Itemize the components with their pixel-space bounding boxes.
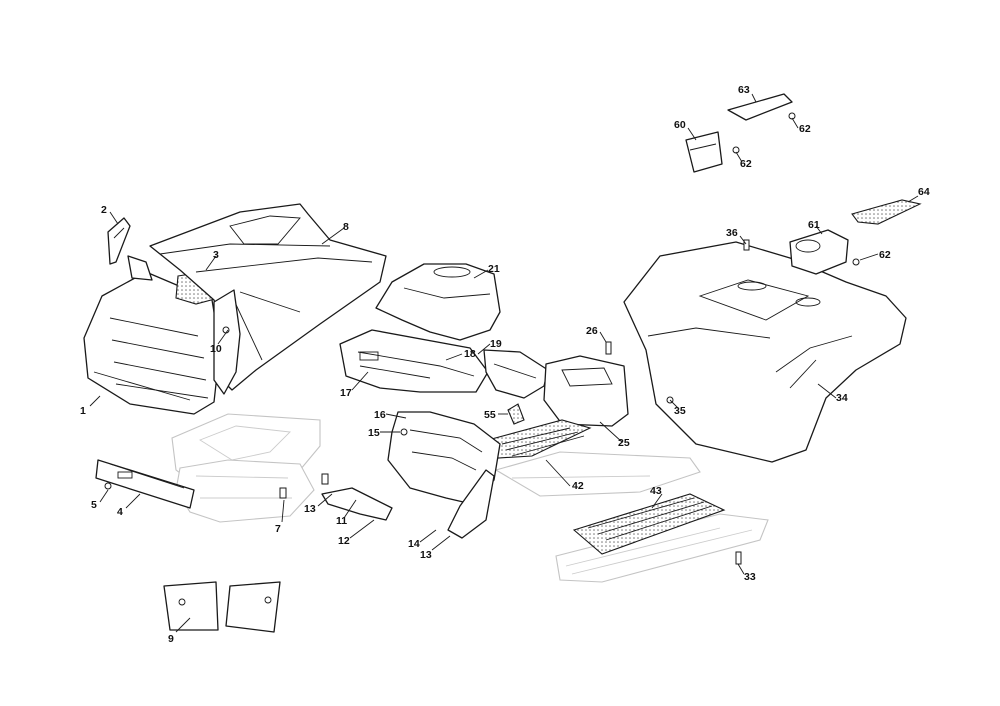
callout-26: 26 (586, 325, 598, 337)
part-side-link (447, 469, 495, 539)
part-dash-cover (375, 263, 501, 341)
callout-labels: 1 2 3 4 5 6 7 8 9 10 11 12 13 13 14 15 1… (80, 84, 930, 645)
callout-10: 10 (210, 343, 222, 355)
callout-60: 60 (674, 119, 686, 131)
callout-9: 9 (168, 633, 174, 645)
part-rear-fender (623, 241, 907, 463)
callout-16: 16 (374, 409, 386, 421)
callout-17: 17 (340, 387, 352, 399)
callout-18: 18 (464, 348, 476, 360)
callout-13a: 13 (304, 503, 316, 515)
ghost-footrest (555, 513, 769, 583)
callout-12: 12 (338, 535, 350, 547)
callout-62c: 62 (879, 249, 891, 261)
callout-62a: 62 (799, 123, 811, 135)
callout-61: 61 (808, 219, 820, 231)
part-bracket-plate (95, 459, 195, 509)
callout-34: 34 (836, 392, 848, 404)
callout-35: 35 (674, 405, 686, 417)
part-foot-mat (572, 493, 726, 555)
ghost-chassis-rear (494, 451, 701, 497)
part-small-tray (685, 131, 723, 173)
callout-33: 33 (744, 571, 756, 583)
callout-13b: 13 (420, 549, 432, 561)
part-seat-pod (543, 355, 629, 427)
callout-15: 15 (368, 427, 380, 439)
callout-4: 4 (117, 506, 123, 518)
part-cap (507, 403, 525, 425)
part-side-panel (213, 289, 241, 395)
part-front-grille (83, 255, 221, 415)
part-center-tray (339, 329, 489, 393)
part-brace (321, 487, 393, 521)
part-mat (851, 199, 922, 225)
callout-1: 1 (80, 405, 86, 417)
part-hood-bracket (107, 217, 131, 265)
callout-25: 25 (618, 437, 630, 449)
callout-63: 63 (738, 84, 750, 96)
callout-2: 2 (101, 204, 107, 216)
ghost-chassis-front (171, 413, 321, 523)
callout-43: 43 (650, 485, 662, 497)
part-side-covers (163, 581, 281, 633)
callout-36: 36 (726, 227, 738, 239)
callout-21: 21 (488, 263, 500, 275)
callout-64: 64 (918, 186, 930, 198)
part-storage-box (789, 229, 849, 275)
callout-8: 8 (343, 221, 349, 233)
callout-62b: 62 (740, 158, 752, 170)
leader-lines (89, 93, 919, 633)
callout-42: 42 (572, 480, 584, 492)
callout-55: 55 (484, 409, 496, 421)
fasteners (104, 112, 860, 565)
part-lid (727, 93, 793, 121)
callout-5: 5 (91, 499, 97, 511)
callout-19: 19 (490, 338, 502, 350)
callout-3: 3 (213, 249, 219, 261)
callout-11: 11 (336, 515, 347, 527)
part-console-bracket (483, 349, 549, 399)
callout-14: 14 (408, 538, 420, 550)
callout-7: 7 (275, 523, 281, 535)
